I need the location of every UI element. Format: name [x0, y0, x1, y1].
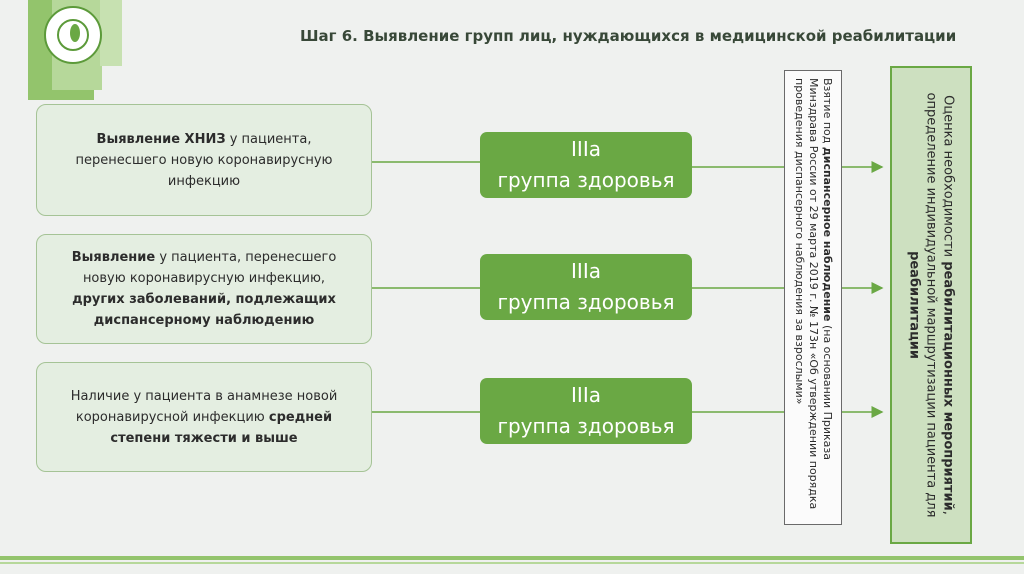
condition-box: Выявление у пациента, перенесшего новую … — [36, 234, 372, 344]
dispensary-observation-box: Взятие под диспансерное наблюдение (на о… — [784, 70, 842, 525]
condition-box: Наличие у пациента в анамнезе новой коро… — [36, 362, 372, 472]
condition-text: Выявление у пациента, перенесшего новую … — [71, 250, 337, 328]
health-group-box: IIIa группа здоровья — [480, 378, 692, 444]
rehabilitation-assessment-box: Оценка необходимости реабилитационных ме… — [890, 66, 972, 544]
logo-ring — [57, 19, 89, 51]
logo-leaf-icon — [70, 24, 80, 42]
organization-logo — [44, 6, 102, 64]
health-group-label: группа здоровья — [497, 290, 675, 314]
rehabilitation-text: Оценка необходимости реабилитационных ме… — [906, 92, 956, 518]
health-group-box: IIIa группа здоровья — [480, 254, 692, 320]
footer-line — [0, 562, 1024, 564]
condition-text: Наличие у пациента в анамнезе новой коро… — [70, 388, 338, 446]
health-group-code: IIIa — [571, 383, 601, 407]
health-group-label: группа здоровья — [497, 414, 675, 438]
health-group-box: IIIa группа здоровья — [480, 132, 692, 198]
footer-line — [0, 556, 1024, 560]
header-decor-bar — [100, 0, 122, 66]
health-group-code: IIIa — [571, 137, 601, 161]
dispensary-text: Взятие под диспансерное наблюдение (на о… — [793, 77, 834, 509]
health-group-label: группа здоровья — [497, 168, 675, 192]
health-group-code: IIIa — [571, 259, 601, 283]
condition-text: Выявление ХНИЗ у пациента, перенесшего н… — [75, 131, 333, 189]
condition-box: Выявление ХНИЗ у пациента, перенесшего н… — [36, 104, 372, 216]
page-title: Шаг 6. Выявление групп лиц, нуждающихся … — [300, 27, 957, 45]
